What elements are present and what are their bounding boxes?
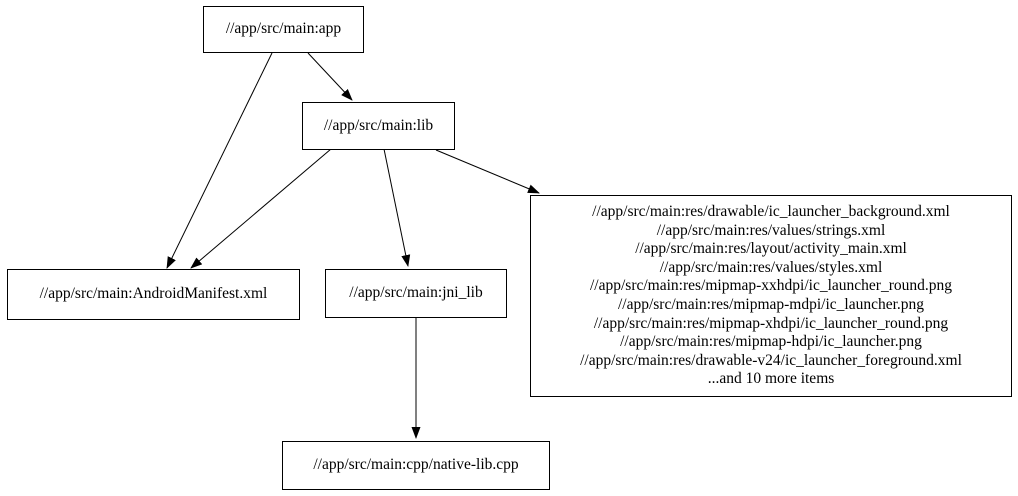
resource-item: //app/src/main:res/mipmap-xhdpi/ic_launc…: [593, 314, 949, 332]
resource-item: //app/src/main:res/mipmap-mdpi/ic_launch…: [617, 296, 925, 313]
node-native-lib-cpp-label: //app/src/main:cpp/native-lib.cpp: [313, 456, 519, 474]
resource-item: //app/src/main:res/values/strings.xml: [656, 221, 886, 239]
node-native-lib-cpp: //app/src/main:cpp/native-lib.cpp: [282, 441, 550, 490]
edge-lib-to-resources: [435, 149, 540, 194]
edge-app-to-lib: [307, 52, 353, 101]
node-app: //app/src/main:app: [203, 6, 364, 53]
resource-item: //app/src/main:res/layout/activity_main.…: [635, 240, 907, 258]
edge-lib-to-jni-lib: [383, 148, 411, 267]
resource-item: //app/src/main:res/values/styles.xml: [659, 258, 883, 276]
node-jni-lib: //app/src/main:jni_lib: [325, 269, 507, 318]
node-android-manifest: //app/src/main:AndroidManifest.xml: [7, 269, 300, 320]
edge-app-to-manifest: [166, 52, 273, 269]
resource-item: //app/src/main:res/drawable-v24/ic_launc…: [580, 351, 962, 369]
resource-item: //app/src/main:res/mipmap-hdpi/ic_launch…: [620, 333, 922, 351]
resource-more-items: ...and 10 more items: [707, 370, 835, 388]
node-resources-group: //app/src/main:res/drawable/ic_launcher_…: [530, 195, 1012, 397]
node-app-label: //app/src/main:app: [225, 20, 342, 38]
node-android-manifest-label: //app/src/main:AndroidManifest.xml: [39, 285, 268, 303]
resource-item: //app/src/main:res/mipmap-xxhdpi/ic_laun…: [589, 277, 952, 295]
node-jni-lib-label: //app/src/main:jni_lib: [349, 284, 483, 302]
resource-item: //app/src/main:res/drawable/ic_launcher_…: [592, 203, 950, 221]
edge-lib-to-manifest: [190, 148, 332, 269]
node-lib-label: //app/src/main:lib: [323, 116, 434, 134]
node-lib: //app/src/main:lib: [302, 102, 455, 150]
